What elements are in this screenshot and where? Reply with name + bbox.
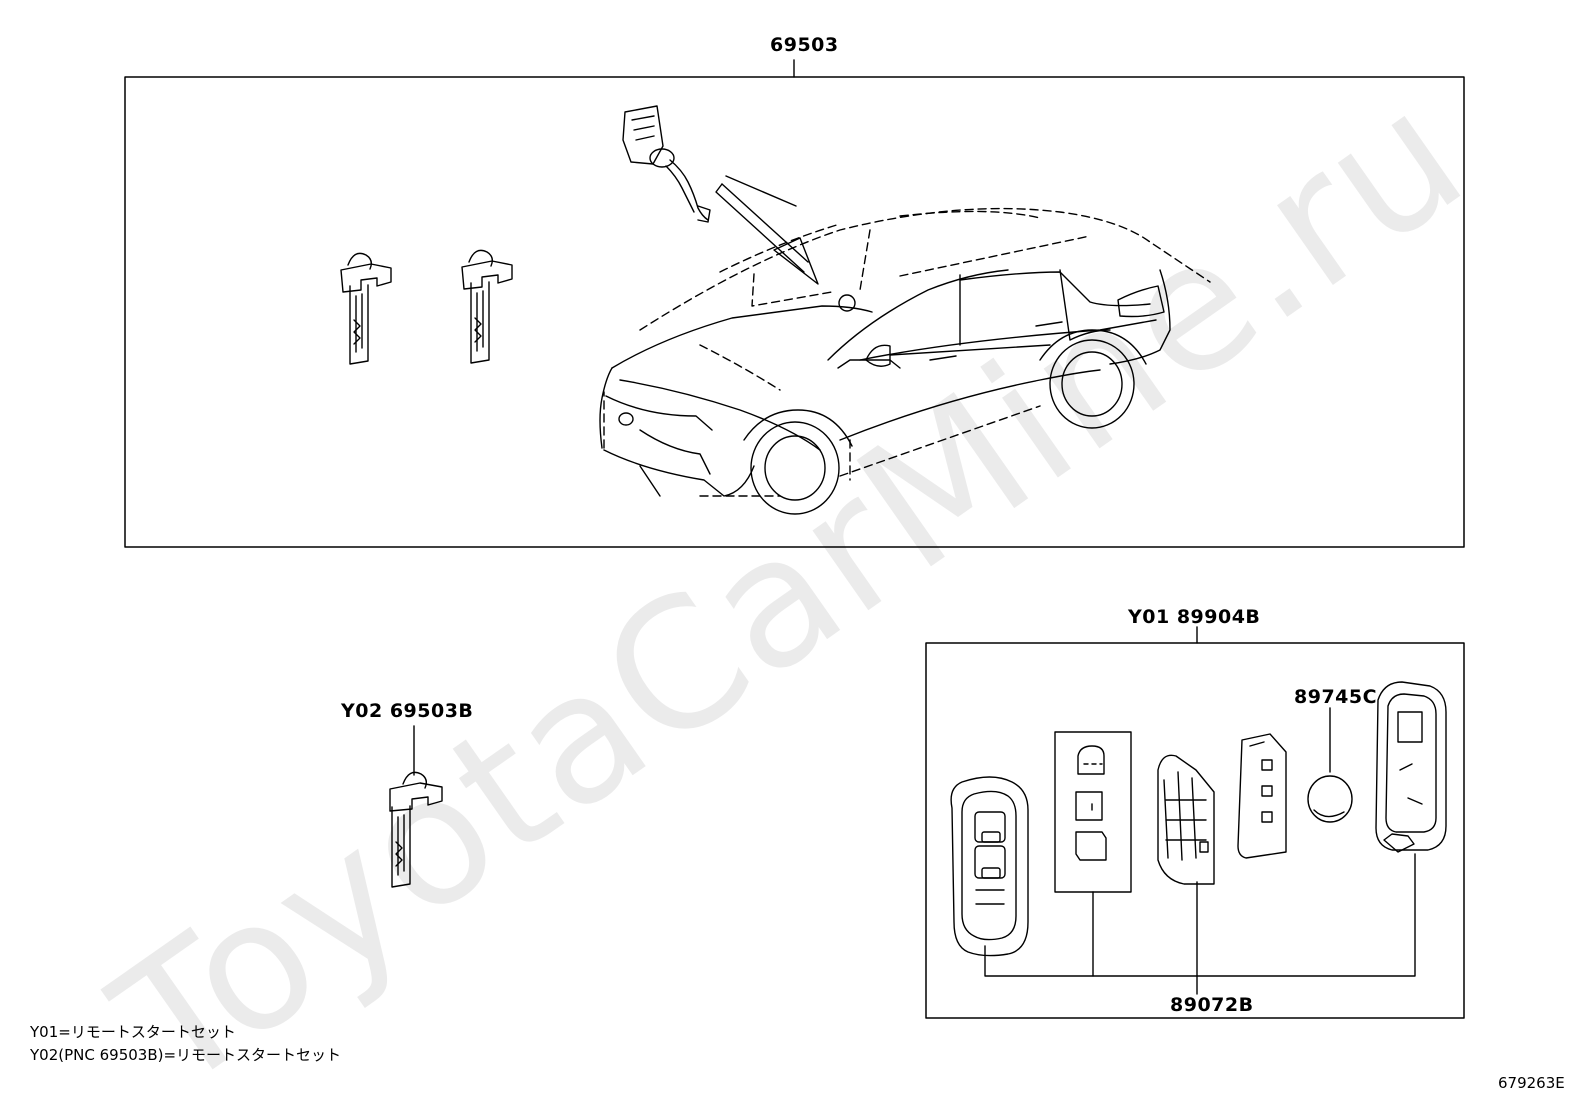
callout-top-box: 69503: [770, 34, 839, 56]
callout-bottom: 89072B: [1170, 994, 1254, 1016]
top-assembly-box: [124, 76, 1465, 548]
mechanical-key-y02-icon: [389, 771, 443, 888]
figure-id: 679263E: [1498, 1074, 1565, 1092]
mechanical-key-2-icon: [461, 249, 513, 364]
callout-right-box: Y01 89904B: [1128, 606, 1261, 628]
bottom-bracket-leader: [984, 853, 1416, 995]
mechanical-key-1-icon: [340, 252, 392, 365]
key-case-front-icon: [950, 776, 1029, 957]
location-marker: [838, 294, 856, 312]
battery-edge: [1313, 809, 1345, 818]
circuit-board-icon: [1157, 754, 1215, 885]
key-case-back-icon: [1375, 681, 1447, 853]
location-arrow-icon: [715, 175, 819, 285]
button-set-icon: [1054, 731, 1132, 893]
car-icon: [599, 207, 1211, 515]
note-y02: Y02(PNC 69503B)=リモートスタートセット: [30, 1046, 342, 1064]
battery-icon: [1307, 775, 1353, 823]
receiver-unit-icon: [622, 105, 711, 223]
note-y01: Y01=リモートスタートセット: [30, 1023, 236, 1041]
callout-left-key: Y02 69503B: [341, 700, 474, 722]
battery-holder-icon: [1237, 733, 1287, 859]
smart-key-assembly-box: [925, 642, 1465, 1019]
callout-battery: 89745C: [1294, 686, 1378, 708]
